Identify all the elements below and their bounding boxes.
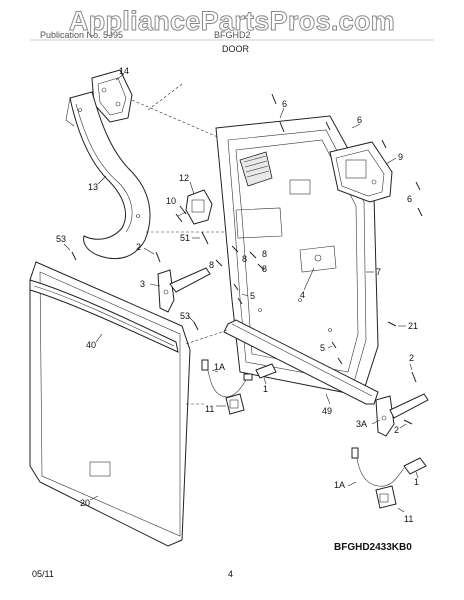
part-1A-harness-left xyxy=(201,359,253,398)
part-1A-harness-right xyxy=(351,447,405,487)
callout-13: 13 xyxy=(88,182,98,192)
callout-8-d: 8 xyxy=(209,260,214,270)
callout-14: 14 xyxy=(119,66,129,76)
callout-9: 9 xyxy=(398,152,403,162)
callout-2-upper: 2 xyxy=(136,242,141,252)
callout-53-left: 53 xyxy=(56,234,66,244)
part-49-lower-strip xyxy=(223,319,379,405)
part-11-connector-left xyxy=(225,393,245,415)
header-model: BFGHD2 xyxy=(214,30,251,40)
callout-40: 40 xyxy=(86,340,96,350)
callout-8-a: 8 xyxy=(242,254,247,264)
callout-5-upper: 5 xyxy=(250,291,255,301)
callout-49: 49 xyxy=(322,406,332,416)
callout-21: 21 xyxy=(408,321,418,331)
part-11-connector-right xyxy=(375,485,397,509)
part-20-outer-door xyxy=(29,261,191,547)
footer-date: 05/11 xyxy=(32,569,54,579)
watermark: AppliancePartsPros.com xyxy=(68,6,396,37)
part-3-left-hinge xyxy=(157,267,211,313)
callout-1-left: 1 xyxy=(263,384,268,394)
callout-3A: 3A xyxy=(356,419,367,429)
callout-53-right: 53 xyxy=(180,311,190,321)
callout-6-top: 6 xyxy=(357,115,362,125)
callout-7: 7 xyxy=(376,267,381,277)
part-1-switch-left xyxy=(255,363,277,379)
callout-2-right: 2 xyxy=(409,353,414,363)
header-publication: Publication No. 5995 xyxy=(40,30,124,40)
part-5-screws-lower xyxy=(331,341,343,365)
part-6-screws xyxy=(271,93,423,217)
callout-6-right: 6 xyxy=(407,194,412,204)
callout-11-right: 11 xyxy=(404,514,413,524)
part-5-screws-upper xyxy=(233,283,243,305)
part-13-vent-duct xyxy=(65,91,151,260)
callout-1-right: 1 xyxy=(414,477,419,487)
callout-3: 3 xyxy=(140,279,145,289)
callout-20: 20 xyxy=(80,498,90,508)
callout-2-lower: 2 xyxy=(394,425,399,435)
callout-6-left: 6 xyxy=(282,99,287,109)
model-code: BFGHD2433KB0 xyxy=(334,542,412,553)
callout-51: 51 xyxy=(180,233,190,243)
part-1-switch-right xyxy=(403,457,427,475)
callout-1A-left: 1A xyxy=(214,362,225,372)
footer-page-number: 4 xyxy=(228,569,234,579)
callout-8-c: 8 xyxy=(262,264,267,274)
callout-10: 10 xyxy=(166,196,176,206)
part-12-actuator xyxy=(177,189,213,225)
part-3A-right-hinge xyxy=(375,393,429,437)
callout-12: 12 xyxy=(179,173,189,183)
callout-1A-right: 1A xyxy=(334,480,345,490)
callout-11-left: 11 xyxy=(205,404,214,414)
part-9-control-module xyxy=(329,141,393,203)
callout-8-b: 8 xyxy=(262,249,267,259)
callout-5-lower: 5 xyxy=(320,343,325,353)
callout-4: 4 xyxy=(300,290,305,300)
section-title: DOOR xyxy=(222,44,249,54)
part-10-screws xyxy=(175,205,187,223)
